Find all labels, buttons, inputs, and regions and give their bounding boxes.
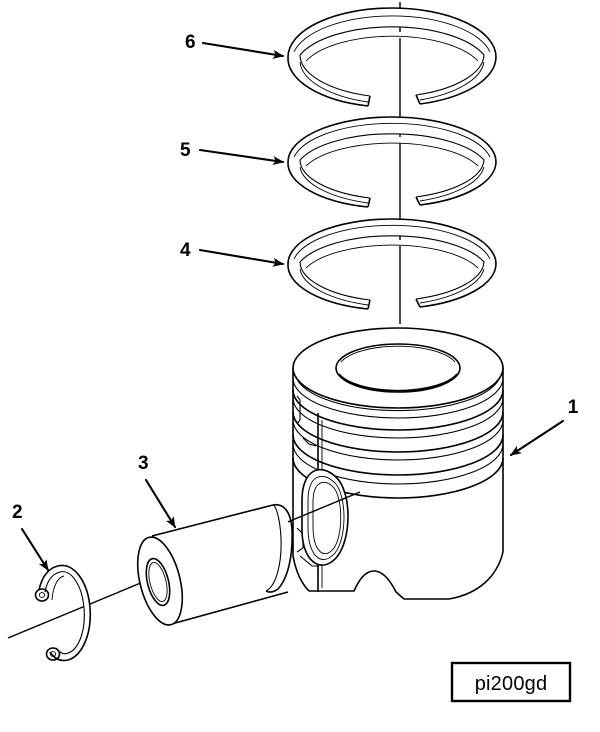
- leader-line-6: [201, 41, 285, 59]
- callout-label-1: 6: [185, 32, 196, 53]
- part-piston: [292, 327, 504, 600]
- part-code-box: pi200gd: [450, 661, 572, 703]
- callout-label-4: 4: [180, 240, 191, 261]
- leader-line-5: [198, 148, 285, 166]
- leader-line-3: [144, 478, 177, 529]
- callout-label-6: 1: [568, 397, 579, 418]
- part-piston-pin: [136, 503, 293, 626]
- callout-label-2: 2: [12, 502, 23, 523]
- leader-line-1: [509, 419, 565, 457]
- callout-leaders: [20, 41, 565, 572]
- part-retaining-snap-ring: [34, 564, 92, 662]
- part-oil-control-ring: [287, 218, 497, 310]
- part-code-text: pi200gd: [475, 673, 548, 695]
- leader-line-2: [20, 527, 50, 572]
- part-top-compression-ring: [287, 7, 497, 107]
- part-second-compression-ring: [287, 116, 497, 208]
- leader-line-4: [198, 248, 285, 267]
- callout-label-3: 3: [138, 453, 149, 474]
- callout-label-5: 5: [180, 140, 191, 161]
